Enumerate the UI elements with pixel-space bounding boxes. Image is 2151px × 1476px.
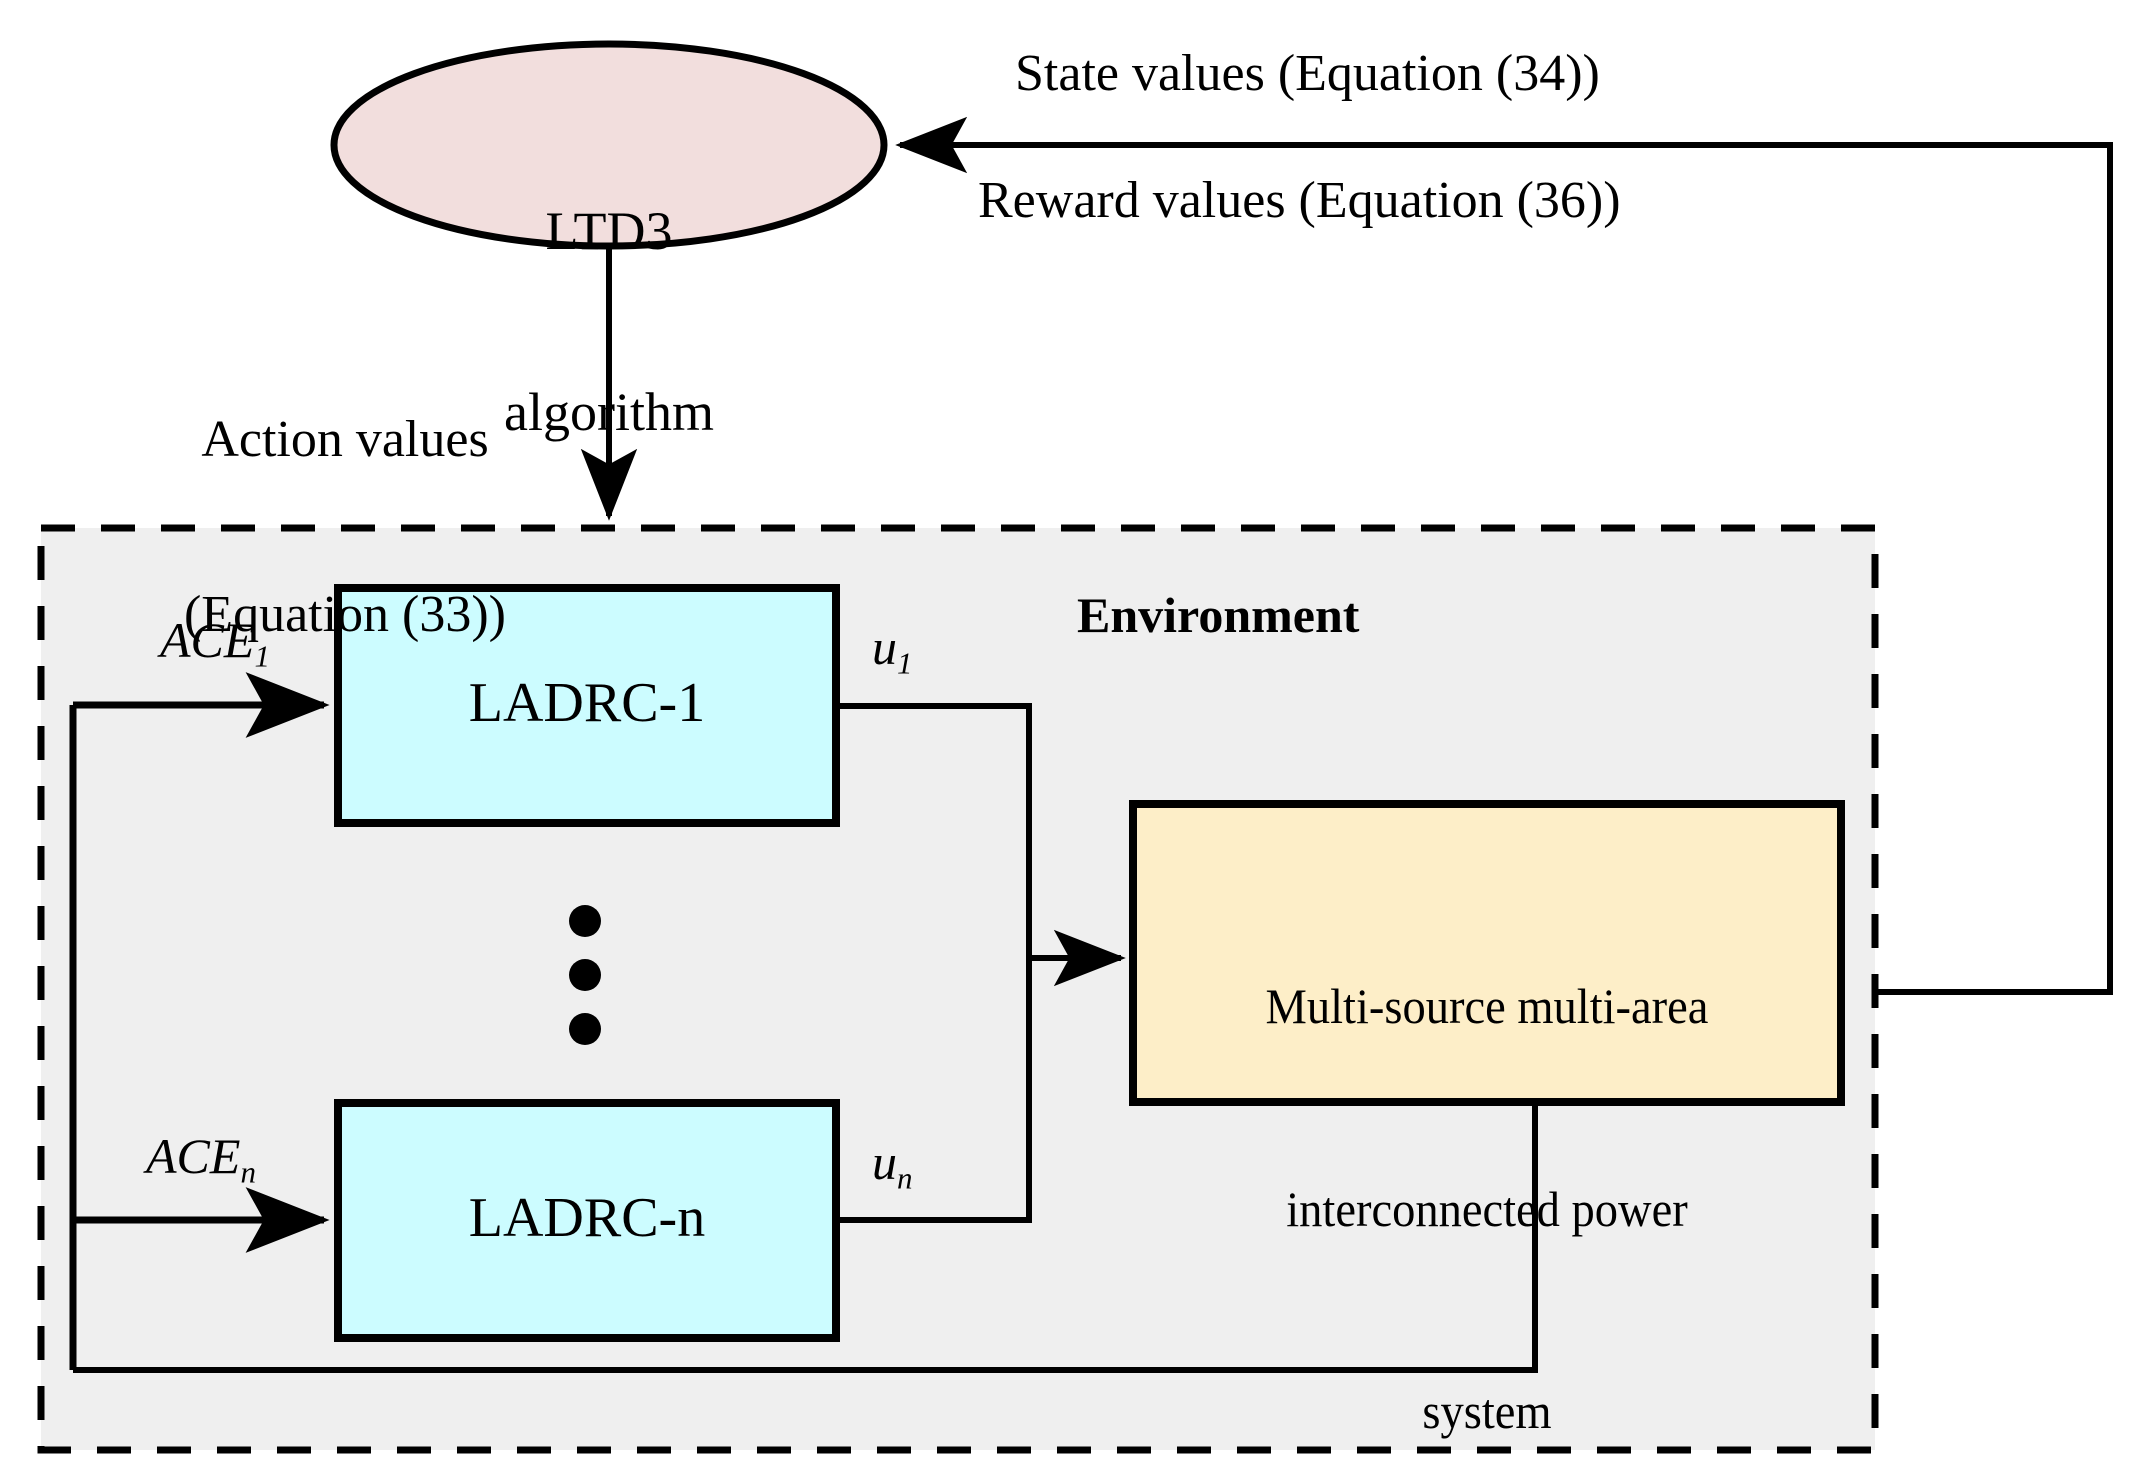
u-n-label: un [872,1134,913,1196]
ace-n-label-sub: n [240,1154,256,1190]
power-system-label: Multi-source multi-area interconnected p… [1164,838,1809,1476]
environment-label: Environment [1077,587,1360,643]
u-1-label-base: u [872,619,897,675]
state-values-label: State values (Equation (34)) [1015,45,1600,102]
ltd3-algorithm-label-line2: algorithm [504,382,714,443]
action-values-label: Action values (Equation (33)) [105,295,585,761]
action-values-label-line1: Action values [201,411,489,469]
ltd3-algorithm-label: LTD3 algorithm [389,80,829,564]
power-system-label-line3: system [1422,1383,1552,1439]
u-n-output-path [836,958,1032,1223]
ace-n-label: ACEn [146,1128,256,1190]
u-1-label: u1 [872,619,913,681]
ellipsis-dot-3 [569,1013,601,1045]
power-system-label-line2: interconnected power [1286,1180,1688,1237]
action-values-label-line2: (Equation (33)) [183,586,506,644]
ellipsis-dot-1 [569,905,601,937]
u-n-label-sub: n [897,1160,913,1196]
ellipsis-dot-2 [569,959,601,991]
ace-1-label-sub: 1 [254,638,270,674]
u-n-label-base: u [872,1134,897,1190]
ltd3-algorithm-label-line1: LTD3 [545,200,673,261]
ladrc-n-label: LADRC-n [468,1187,706,1249]
ace-1-label: ACE1 [160,612,270,674]
power-system-label-line1: Multi-source multi-area [1265,978,1709,1034]
ace-n-label-base: ACE [146,1128,241,1184]
ladrc-1-label: LADRC-1 [468,672,706,734]
u-1-output-path [836,703,1032,958]
u-1-label-sub: 1 [897,645,913,681]
reward-values-label: Reward values (Equation (36)) [978,172,1621,229]
ace-1-label-base: ACE [160,612,255,668]
